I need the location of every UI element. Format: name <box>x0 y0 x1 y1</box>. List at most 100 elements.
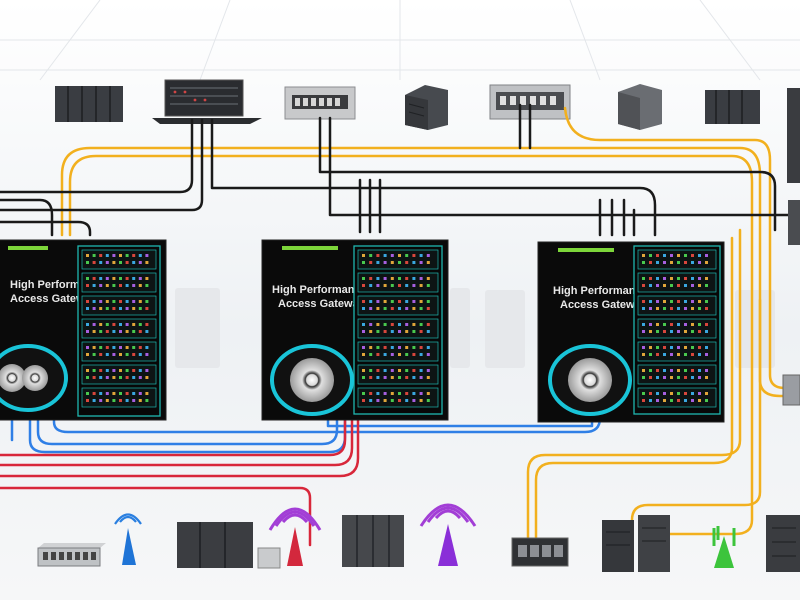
port-led <box>426 353 430 356</box>
port-row <box>637 272 717 293</box>
port-led <box>383 376 387 379</box>
port-led <box>383 369 387 372</box>
server-rack-icon[interactable] <box>342 515 404 567</box>
port-led <box>412 323 416 326</box>
port-led <box>369 300 373 303</box>
port-led <box>642 353 645 356</box>
port-led <box>92 307 96 310</box>
port-led <box>145 376 149 379</box>
port-row <box>637 387 717 408</box>
port-led <box>663 369 666 372</box>
port-led <box>642 346 645 349</box>
port-led <box>412 330 416 333</box>
port-led <box>119 323 122 326</box>
port-led <box>105 392 109 395</box>
switch-icon[interactable] <box>284 86 356 120</box>
storage-box-icon[interactable] <box>405 85 448 130</box>
port-led <box>383 254 387 257</box>
port-led <box>369 277 373 280</box>
wifi-antenna-icon[interactable] <box>268 507 322 566</box>
gateway-title-line2: Access Gateway <box>278 298 366 310</box>
port-led <box>405 346 409 349</box>
server-rack-icon[interactable] <box>705 90 760 124</box>
port-led <box>383 277 387 280</box>
port-led <box>426 323 430 326</box>
port-led <box>92 323 96 326</box>
port-led <box>125 284 129 287</box>
gateway-left[interactable]: High Performance Access Gateway <box>0 239 167 421</box>
port-led <box>105 346 109 349</box>
port-led <box>649 261 652 264</box>
port-led <box>119 330 122 333</box>
port-led <box>362 284 365 287</box>
port-led <box>405 277 409 280</box>
port-led <box>383 300 387 303</box>
port-led <box>99 323 103 326</box>
port-led <box>705 261 708 264</box>
gateway-title-line2: Access Gateway <box>560 299 648 311</box>
port-led <box>86 307 89 310</box>
port-led <box>705 376 708 379</box>
port-led <box>677 277 680 280</box>
port-led <box>691 284 694 287</box>
port-led <box>390 376 394 379</box>
port-led <box>92 261 96 264</box>
wifi-antenna-icon[interactable] <box>712 526 736 568</box>
port-led <box>642 284 645 287</box>
port-row <box>357 318 439 339</box>
port-led <box>86 284 89 287</box>
port-led <box>705 254 708 257</box>
port-led <box>390 307 394 310</box>
port-led <box>649 353 652 356</box>
port-led <box>663 261 666 264</box>
port-led <box>663 277 666 280</box>
server-rack-icon[interactable] <box>177 522 281 569</box>
port-led <box>642 261 645 264</box>
port-led <box>362 399 365 402</box>
port-led <box>398 307 401 310</box>
network-switch-icon[interactable] <box>37 543 106 567</box>
port-led <box>92 376 96 379</box>
port-led <box>398 300 401 303</box>
port-led <box>125 254 129 257</box>
gateway-title-line1: High Performance <box>553 285 648 297</box>
server-tower-icon[interactable] <box>602 515 670 572</box>
gateway-right[interactable]: High Performance Access Gateway <box>537 241 725 423</box>
server-tower-icon[interactable] <box>766 515 800 572</box>
storage-box-icon[interactable] <box>618 84 662 130</box>
port-led <box>705 323 708 326</box>
gateway-center[interactable]: High Performance Access Gateway <box>261 239 449 421</box>
port-led <box>105 369 109 372</box>
port-led <box>419 353 423 356</box>
port-led <box>677 330 680 333</box>
port-led <box>656 353 659 356</box>
port-led <box>405 392 409 395</box>
patch-panel-icon[interactable] <box>152 79 262 124</box>
port-led <box>684 330 687 333</box>
router-icon[interactable] <box>511 537 569 567</box>
port-led <box>698 376 701 379</box>
port-led <box>642 399 645 402</box>
port-led <box>376 330 380 333</box>
port-led <box>145 330 149 333</box>
tower-icon[interactable] <box>787 88 800 183</box>
port-led <box>383 284 387 287</box>
port-led <box>376 307 380 310</box>
connector-icon[interactable] <box>782 200 800 406</box>
port-led <box>369 261 373 264</box>
port-led <box>670 353 673 356</box>
wifi-antenna-icon[interactable] <box>419 503 477 566</box>
port-led <box>383 330 387 333</box>
server-rack-icon[interactable] <box>55 86 123 122</box>
wifi-antenna-icon[interactable] <box>114 513 142 566</box>
port-led <box>419 346 423 349</box>
port-led <box>92 284 96 287</box>
port-led <box>670 307 673 310</box>
port-led <box>138 261 142 264</box>
port-led <box>684 261 687 264</box>
port-led <box>86 369 89 372</box>
port-led <box>426 284 430 287</box>
gateway-title-line1: High Performance <box>272 284 367 296</box>
port-led <box>138 369 142 372</box>
black-cables <box>0 103 800 237</box>
